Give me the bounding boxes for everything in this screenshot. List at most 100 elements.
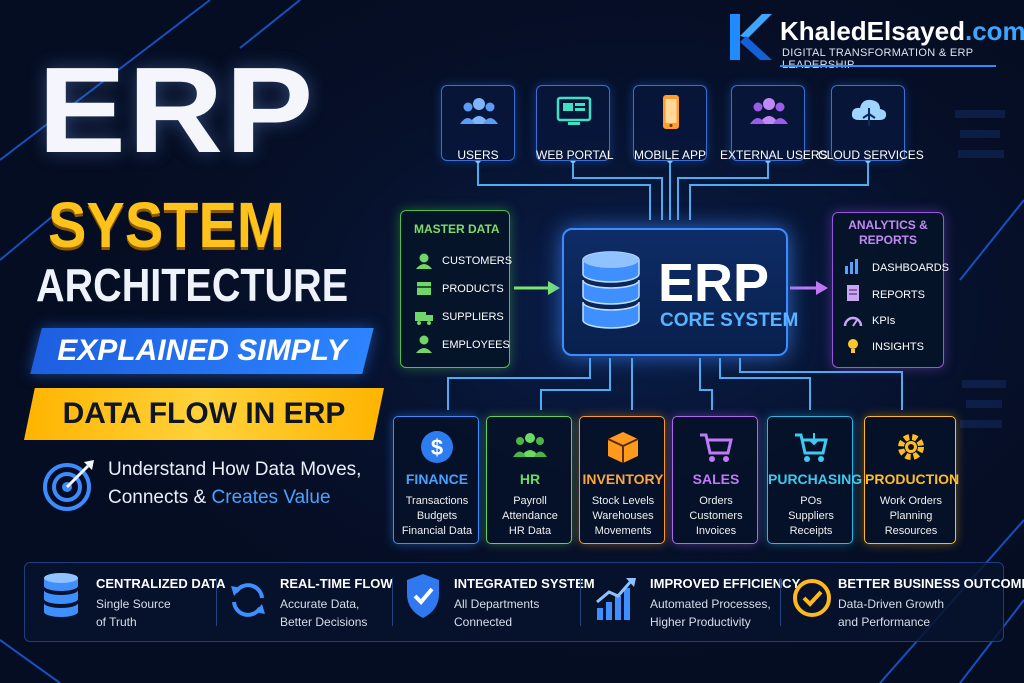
cloud-icon [851,99,887,126]
module-sales-title: SALES [692,471,740,487]
module-finance: $ FINANCE Transactions Budgets Financial… [393,416,479,544]
node-external-users-label: EXTERNAL USERS [720,148,828,162]
module-finance-line3: Financial Data [401,525,473,537]
node-users [441,85,515,161]
users-icon [460,98,498,124]
title-erp: ERP [38,42,316,178]
module-purchasing-line3: Receipts [789,525,833,537]
purchase-cart-icon [795,433,828,462]
module-purchasing-line2: Suppliers [788,510,834,522]
analytics-title-line2: REPORTS [858,233,917,247]
analytics-item-kpis: KPIs [872,315,896,327]
shopping-cart-icon [700,433,733,462]
database-icon [582,251,640,329]
dashboards-icon [845,259,858,274]
analytics-title: ANALYTICS &REPORTS [840,218,936,248]
node-mobile-app [633,85,707,161]
logo-k-icon [730,14,772,60]
benefit-outcomes-title: BETTER BUSINESS OUTCOMES [838,576,1024,591]
svg-text:$: $ [431,435,443,460]
logo-tagline: DIGITAL TRANSFORMATION & ERP LEADERSHIP [782,47,974,71]
employees-icon [416,335,432,353]
module-production-line1: Work Orders [879,495,943,507]
module-sales-line2: Customers [689,510,743,522]
module-finance-line1: Transactions [405,495,469,507]
module-purchasing-title: PURCHASING [768,471,863,487]
customers-icon [416,253,432,269]
benefit-divider [216,578,217,626]
benefit-divider [392,578,393,626]
suppliers-icon [415,312,433,325]
module-hr: HR Payroll Attendance HR Data [486,416,572,544]
web-portal-icon [556,96,592,125]
tagline-connects: Connects & [108,487,207,508]
tagline-line1: Understand How Data Moves, [108,459,362,480]
tagline-creates-value: Creates Value [211,487,331,508]
node-external-users [731,85,805,161]
benefit-integrated-line2: Connected [454,615,513,629]
growth-chart-icon [596,578,636,620]
insights-icon [848,339,858,353]
master-item-suppliers: SUPPLIERS [442,311,504,323]
node-cloud-services-label: CLOUD SERVICES [818,148,924,162]
benefit-efficiency-line1: Automated Processes, [650,597,771,611]
benefit-centralized-line1: Single Source [96,597,171,611]
module-purchasing-line1: POs [800,495,822,507]
gear-icon [898,434,924,460]
master-item-products: PRODUCTS [442,283,504,295]
analytics-title-line1: ANALYTICS & [848,218,928,232]
node-users-label: USERS [457,148,499,162]
master-data-icons [415,253,433,353]
node-cloud-services [831,85,905,161]
module-sales-line3: Invoices [695,525,737,537]
logo-name-text: KhaledElsayed [780,16,965,46]
benefit-efficiency-title: IMPROVED EFFICIENCY [650,576,801,591]
benefit-realtime-line1: Accurate Data, [280,597,360,611]
module-sales: SALES Orders Customers Invoices [672,416,758,544]
module-production-line2: Planning [889,510,933,522]
benefit-integrated-title: INTEGRATED SYSTEM [454,576,595,591]
banner-data-flow: DATA FLOW IN ERP [24,388,384,440]
tagline: Understand How Data Moves, Connects & Cr… [108,456,361,512]
title-architecture: ARCHITECTURE [36,259,349,311]
module-production: PRODUCTION Work Orders Planning Resource… [864,416,960,544]
module-hr-line1: Payroll [513,495,547,507]
check-circle-icon [793,579,831,617]
mobile-app-icon [663,95,679,129]
module-inventory: INVENTORY Stock Levels Warehouses Moveme… [579,416,665,544]
module-production-line3: Resources [884,525,938,537]
centralized-data-icon [44,573,78,617]
core-subtitle: CORE SYSTEM [660,310,799,331]
benefit-divider [580,578,581,626]
products-icon [417,282,431,295]
benefit-centralized-line2: of Truth [96,615,137,629]
reports-icon [847,285,859,301]
title-system: SYSTEM [48,189,285,261]
shield-check-icon [407,574,439,618]
module-inventory-line2: Warehouses [592,510,654,522]
module-hr-line3: HR Data [508,525,552,537]
tagline-line2: Connects & Creates Value [108,484,361,512]
logo-tld: .com [964,16,1024,46]
benefits-bar [24,562,1004,642]
module-production-title: PRODUCTION [865,471,960,487]
external-users-icon [750,98,788,124]
benefit-efficiency-line2: Higher Productivity [650,615,751,629]
analytics-icons [843,259,863,353]
kpis-icon [843,316,863,327]
benefit-outcomes-line1: Data-Driven Growth [838,597,945,611]
analytics-item-reports: REPORTS [872,289,925,301]
benefit-centralized-title: CENTRALIZED DATA [96,576,226,591]
banner-data-flow-text: DATA FLOW IN ERP [62,397,346,430]
master-item-customers: CUSTOMERS [442,255,513,267]
master-item-employees: EMPLOYEES [442,339,510,351]
analytics-item-insights: INSIGHTS [872,341,924,353]
benefit-integrated-line1: All Departments [454,597,540,611]
module-inventory-line3: Movements [594,525,652,537]
node-mobile-app-label: MOBILE APP [633,148,707,162]
banner-explained-simply: EXPLAINED SIMPLY [30,328,374,374]
module-finance-title: FINANCE [405,471,469,487]
benefit-realtime-line2: Better Decisions [280,615,368,629]
analytics-item-dashboards: DASHBOARDS [872,262,950,274]
